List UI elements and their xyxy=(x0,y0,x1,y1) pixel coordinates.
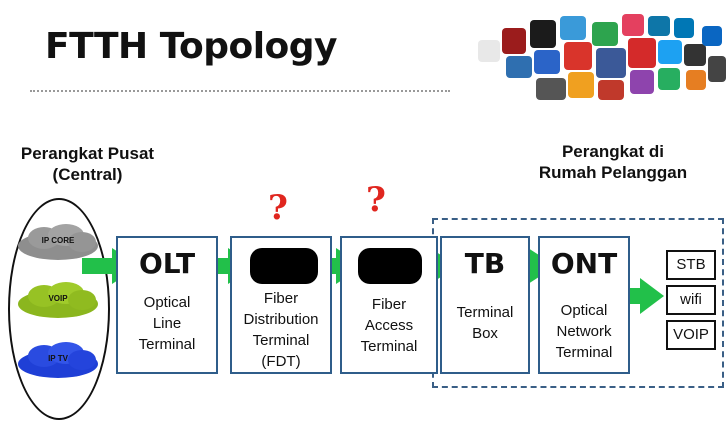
olt-box: OLT Optical Line Terminal xyxy=(116,236,218,374)
box-desc-line: Terminal xyxy=(252,332,310,349)
box-code: TB xyxy=(464,247,506,280)
cloud-ip-tv: IP TV xyxy=(14,340,102,387)
device-voip: VOIP xyxy=(666,320,716,350)
cloud-icon xyxy=(18,282,98,318)
cloud-label: IP TV xyxy=(48,354,68,363)
cloud-icon xyxy=(18,224,98,260)
cloud-ip-core: IP CORE xyxy=(14,222,102,269)
ont-box: ONT Optical Network Terminal xyxy=(538,236,630,374)
central-heading-line2: (Central) xyxy=(52,165,123,184)
app-logo-collage-icon xyxy=(478,14,726,100)
question-mark-icon: ? xyxy=(366,180,386,220)
device-stb: STB xyxy=(666,250,716,280)
customer-heading-line2: Rumah Pelanggan xyxy=(538,163,688,182)
title-divider xyxy=(30,90,450,92)
device-wifi: wifi xyxy=(666,285,716,315)
box-desc-line: Terminal xyxy=(555,344,613,361)
cloud-label: IP CORE xyxy=(41,236,75,245)
customer-heading-line1: Perangkat di xyxy=(561,142,665,161)
fat-box: Fiber Access Terminal xyxy=(340,236,438,374)
box-code: ONT xyxy=(550,247,618,280)
redacted-code xyxy=(358,248,422,284)
central-heading-line1: Perangkat Pusat xyxy=(20,144,155,163)
box-desc-line: Optical xyxy=(560,302,608,319)
box-desc-line: Distribution xyxy=(243,311,319,328)
question-mark-icon: ? xyxy=(268,188,288,228)
cloud-voip: VOIP xyxy=(14,280,102,327)
box-desc-line: Fiber xyxy=(371,296,407,313)
central-heading: Perangkat Pusat (Central) xyxy=(0,143,175,185)
cloud-label: VOIP xyxy=(48,294,68,303)
redacted-code xyxy=(250,248,318,284)
box-desc-line: Terminal xyxy=(360,338,418,355)
box-desc-line: Fiber xyxy=(263,290,299,307)
box-desc-line: (FDT) xyxy=(261,353,301,370)
fdt-box: Fiber Distribution Terminal (FDT) xyxy=(230,236,332,374)
box-desc-line: Optical xyxy=(143,294,191,311)
central-equipment-oval xyxy=(8,198,110,420)
box-desc-line: Terminal xyxy=(138,336,196,353)
box-code: OLT xyxy=(138,247,196,280)
box-desc-line: Network xyxy=(556,323,612,340)
customer-heading: Perangkat di Rumah Pelanggan xyxy=(528,141,698,183)
box-desc-line: Terminal xyxy=(456,304,514,321)
box-desc-line: Line xyxy=(152,315,182,332)
box-desc-line: Access xyxy=(364,317,414,334)
box-desc-line: Box xyxy=(472,325,498,342)
page-title: FTTH Topology xyxy=(45,26,338,67)
tb-box: TB Terminal Box xyxy=(440,236,530,374)
cloud-icon xyxy=(18,342,98,378)
